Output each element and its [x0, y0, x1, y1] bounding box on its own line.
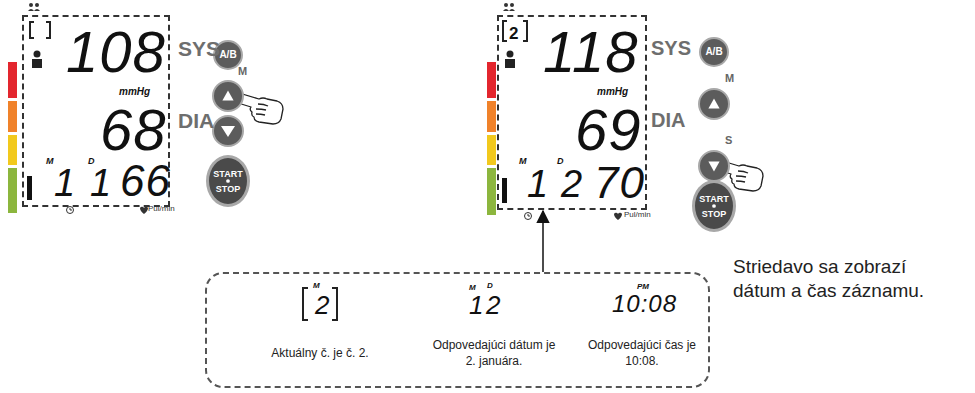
lcd-display: 2118mmHg69MD1270 — [497, 15, 647, 210]
display-btntxt: A/B — [219, 50, 236, 60]
colour-scale — [8, 62, 496, 215]
note-text: Striedavo sa zobrazí dátum a čas záznamu… — [733, 255, 948, 303]
lcd-display: 108mmHg68MD1166 — [22, 15, 170, 207]
display-side: M — [725, 73, 734, 84]
arrow-symbol — [700, 90, 728, 118]
arrow-symbol — [700, 152, 728, 180]
display-small: D — [487, 282, 493, 290]
display-small: M — [519, 157, 527, 166]
display-digit: 70 — [594, 161, 645, 205]
level-bar — [502, 178, 507, 203]
callout-box: M2Aktuálny č. je č. 2.MD12Odpovedajúci d… — [205, 272, 710, 388]
display-digit: 2 — [315, 292, 330, 318]
user-icons — [28, 3, 515, 11]
display-digit: 66 — [120, 159, 171, 203]
display-unit: mmHg — [597, 87, 628, 97]
display-digit: 69 — [575, 101, 642, 159]
display-btntxt: STOP — [695, 210, 733, 219]
display-small: M — [313, 282, 320, 290]
start-stop-button: START STOP — [692, 180, 736, 232]
display-side: S — [725, 135, 732, 146]
down-button — [213, 116, 243, 146]
display-small: PM — [637, 283, 649, 291]
display-cap: Odpovedajúci čas je 10:08. — [577, 338, 707, 369]
up-button: M — [698, 88, 730, 120]
memory-bracket — [30, 21, 527, 320]
ab-button: A/B — [699, 37, 729, 67]
display-label: Pul/min — [148, 204, 175, 214]
display-digit: 10:08 — [612, 292, 677, 316]
display-label: DIA — [178, 108, 214, 133]
separator-dot — [695, 183, 733, 229]
display-cap: Odpovedajúci dátum je 2. januára. — [429, 338, 559, 369]
display-label: SYS — [178, 36, 220, 61]
display-digit: 1 — [54, 164, 76, 202]
level-bar — [27, 176, 32, 200]
display-digit: 2 — [486, 292, 501, 318]
display-small: M — [46, 157, 54, 166]
display-side: M — [238, 66, 247, 77]
display-label: Pul/min — [624, 210, 651, 220]
leader-arrow — [542, 211, 544, 272]
display-btntxt: STOP — [209, 185, 247, 194]
display-digit: 1 — [527, 165, 549, 203]
display-small: M — [469, 284, 476, 292]
separator-dot — [209, 158, 247, 204]
display-btntxt: START — [695, 195, 733, 204]
pointing-hand — [237, 93, 763, 191]
display-label: SYS — [651, 36, 691, 60]
display-digit: 118 — [543, 23, 638, 81]
arrow-symbol — [214, 82, 242, 110]
display-digit: 1 — [469, 292, 484, 318]
display-digit: 1 — [90, 164, 112, 202]
start-stop-button: START STOP — [206, 155, 250, 207]
display-btntxt: START — [209, 170, 247, 179]
display-btntxt: A/B — [705, 47, 722, 57]
display-mem: 2 — [509, 25, 518, 42]
display-unit: mmHg — [119, 87, 150, 97]
up-button: M — [212, 80, 244, 112]
display-label: DIA — [651, 108, 685, 132]
display-digit: 2 — [561, 165, 583, 203]
display-digit: 68 — [100, 101, 167, 159]
clock-icon — [67, 207, 532, 220]
display-cap: Aktuálny č. je č. 2. — [255, 346, 385, 362]
down-button: S — [698, 150, 730, 182]
display-digit: 108 — [66, 23, 166, 81]
